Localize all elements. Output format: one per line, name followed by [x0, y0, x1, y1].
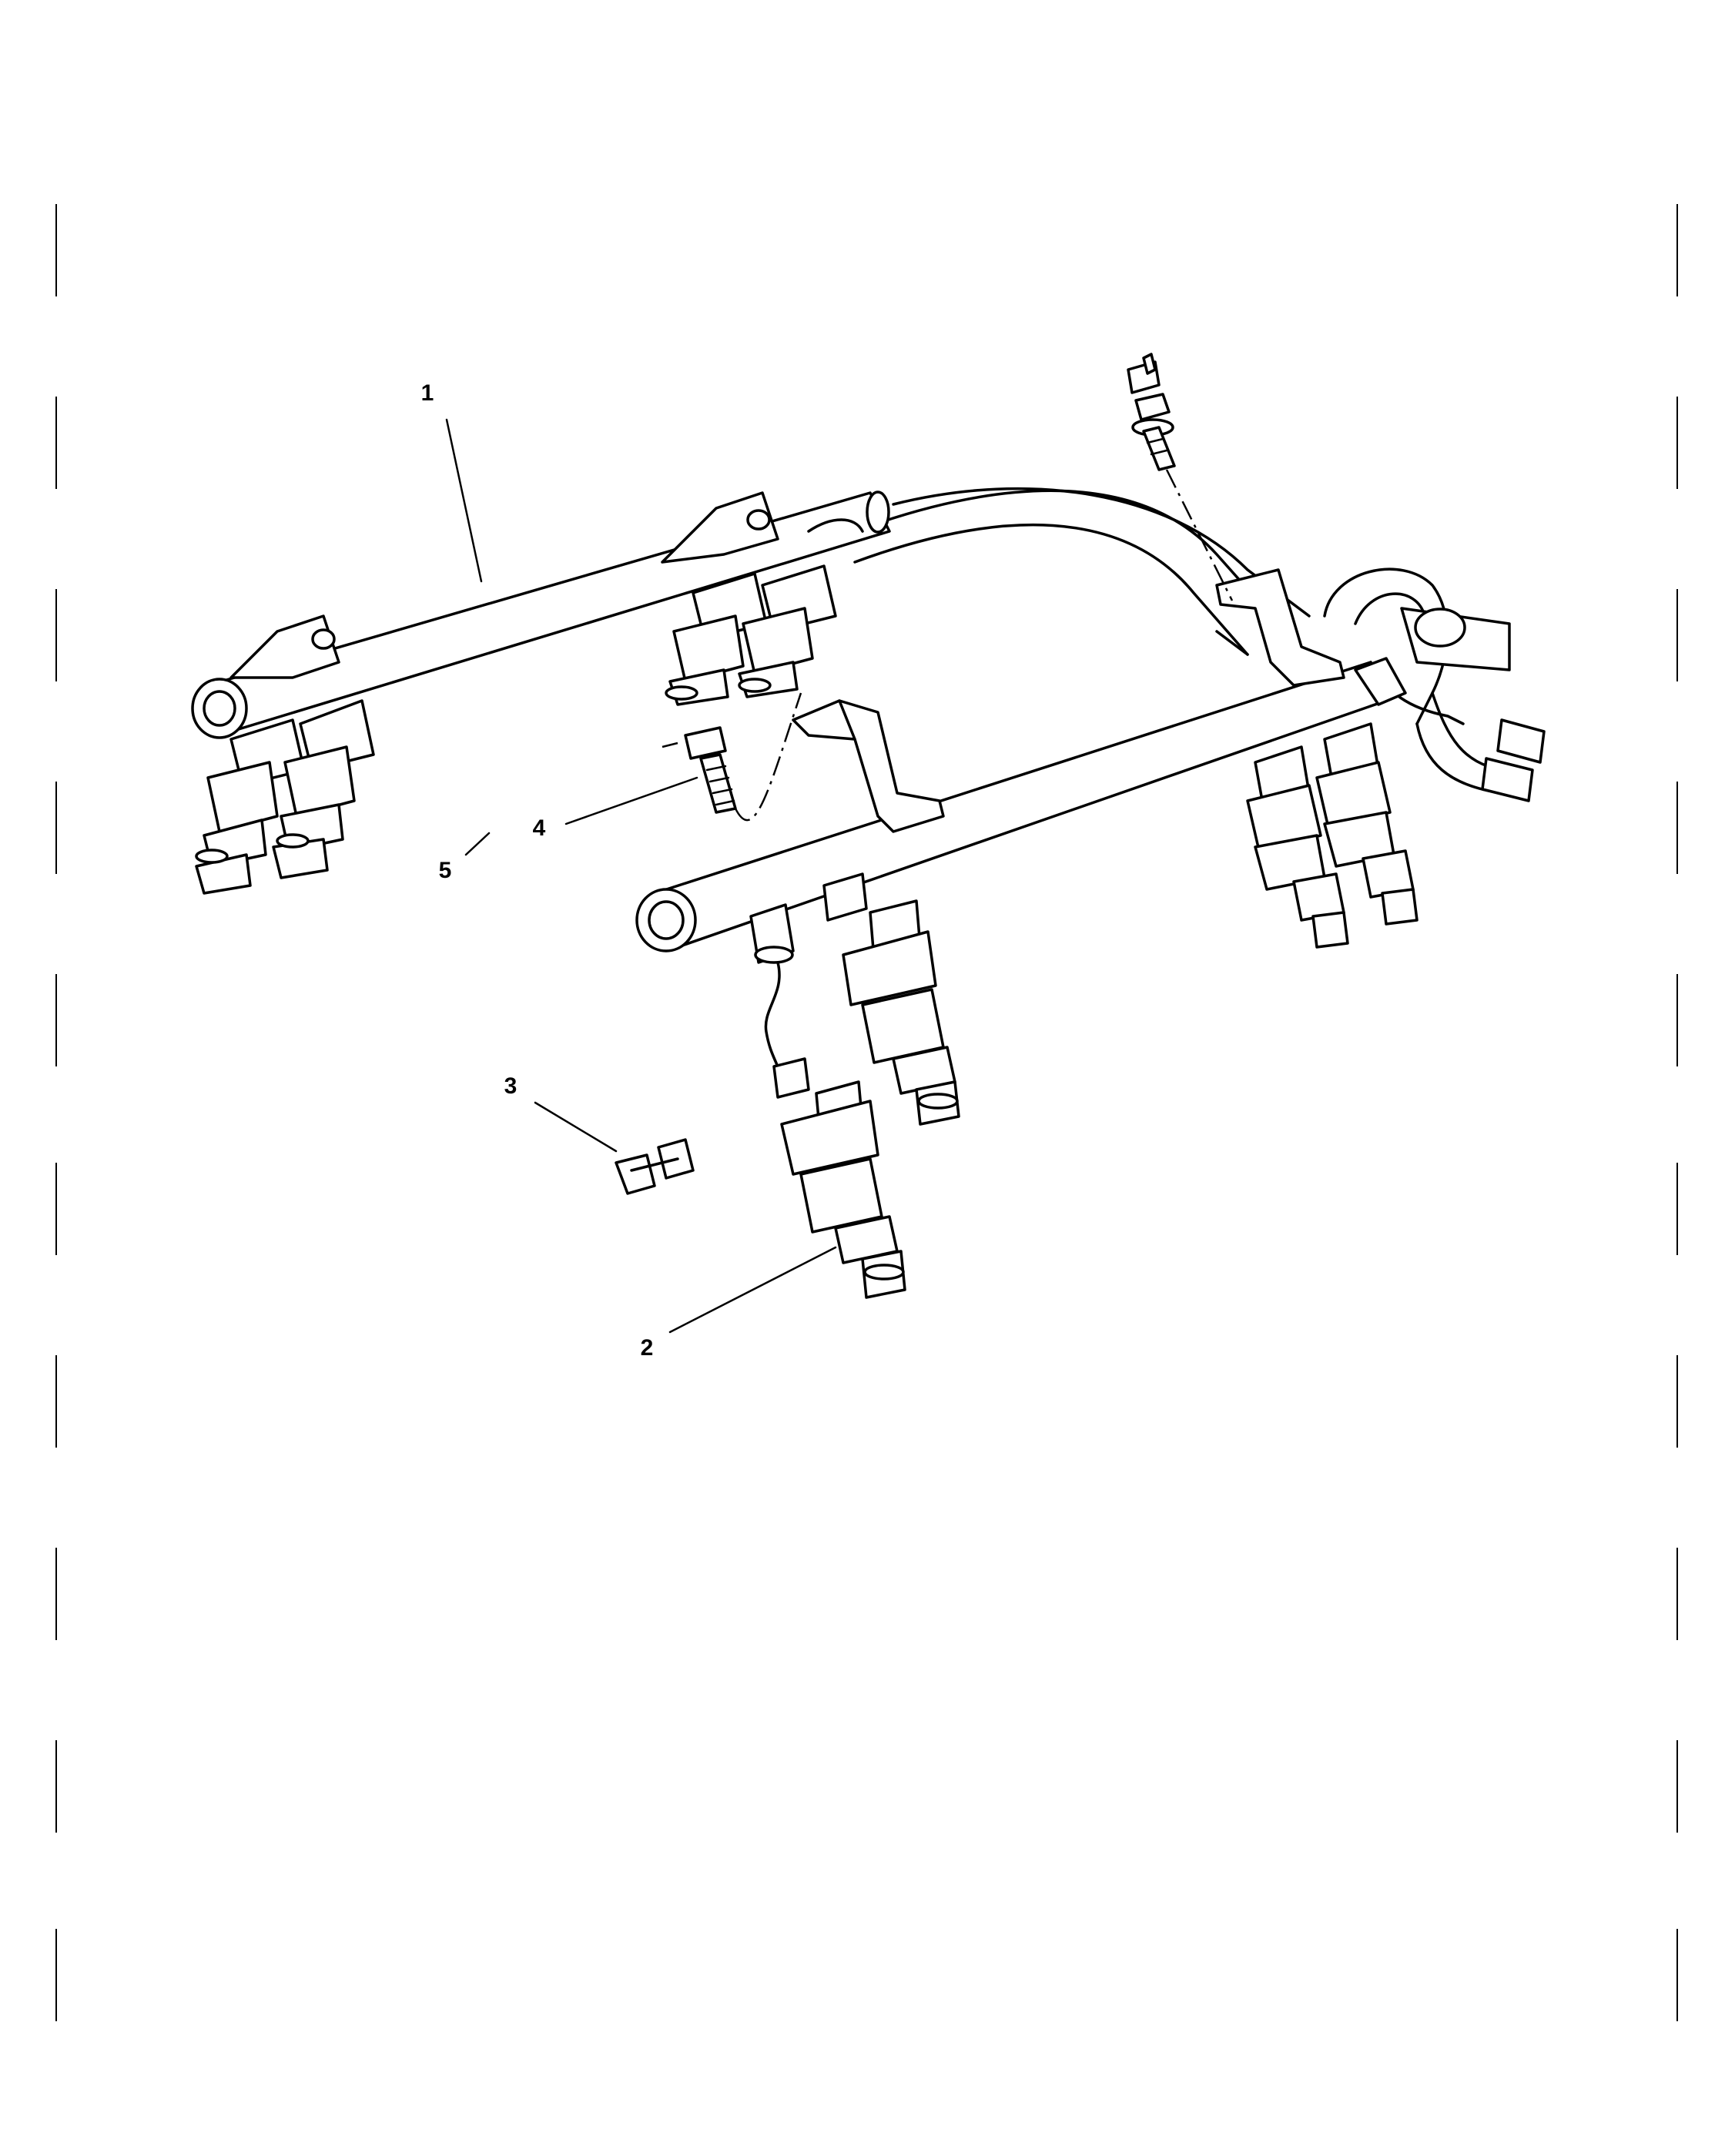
callout-2: 2	[641, 1335, 654, 1361]
callout-5: 5	[439, 858, 452, 883]
callout-4: 4	[533, 815, 546, 841]
crop-marks	[55, 204, 1678, 2021]
fuel-injector-icon	[1246, 722, 1419, 949]
fuel-injector-icon	[749, 903, 795, 1080]
fuel-rail-icon	[191, 490, 891, 739]
bracket-icon	[792, 699, 945, 833]
fuel-injector-icon	[822, 872, 960, 1126]
fuel-injector-icon	[772, 1057, 906, 1299]
leader-line-5	[464, 832, 491, 856]
leader-line-1	[445, 418, 483, 583]
callout-1: 1	[421, 380, 434, 406]
leader-line-4	[564, 776, 698, 825]
callout-3: 3	[504, 1073, 518, 1099]
leader-line-2	[668, 1246, 837, 1334]
retaining-clip-icon	[615, 1138, 695, 1195]
bracket-icon	[1215, 568, 1345, 687]
bolt-icon	[1127, 353, 1234, 601]
fuel-hose-icon	[853, 487, 1546, 802]
leader-lines	[445, 418, 837, 1334]
fuel-rail-icon	[635, 657, 1407, 952]
fuel-injector-icon	[195, 699, 375, 895]
leader-line-3	[534, 1101, 618, 1153]
fuel-injector-icon	[665, 564, 837, 706]
bolt-icon	[662, 692, 802, 822]
